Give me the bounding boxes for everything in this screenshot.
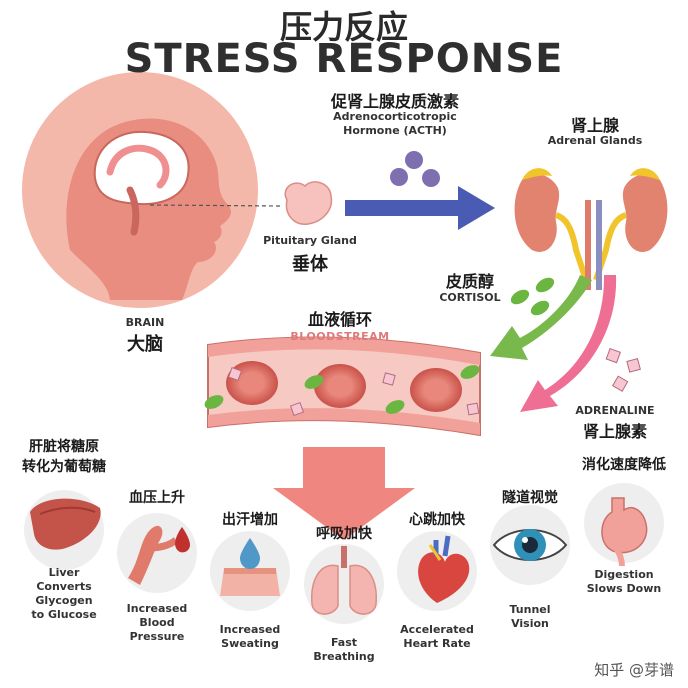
cortisol-molecules [510, 277, 555, 316]
heart-icon [418, 535, 470, 603]
bloodstream-label-zh: 血液循环 [307, 310, 372, 329]
effect-vision-en-2: Vision [511, 617, 549, 630]
pituitary-label-en: Pituitary Gland [263, 234, 357, 247]
effect-liver-en-2: Converts [36, 580, 92, 593]
effect-bp-en-2: Blood [139, 616, 175, 629]
effect-breath-en-1: Fast [330, 636, 358, 649]
effect-digestion-en-2: Slows Down [586, 582, 662, 595]
effect-liver-zh-2: 转化为葡萄糖 [22, 459, 106, 475]
arrow-adrenaline [520, 275, 617, 412]
arrow-down-effects [273, 447, 415, 540]
effect-heart-en-1: Accelerated [400, 623, 474, 636]
brain-label-zh: 大脑 [127, 334, 163, 355]
adrenaline-label-zh: 肾上腺素 [582, 422, 647, 441]
molecule-icon [390, 151, 440, 187]
acth-label-zh: 促肾上腺皮质激素 [330, 92, 459, 111]
sweat-drop-icon [220, 538, 280, 596]
brain-icon [22, 72, 281, 308]
blood-vessel-icon [128, 525, 190, 585]
effect-sweat-zh: 出汗增加 [222, 512, 278, 528]
adrenal-label-en: Adrenal Glands [547, 134, 643, 147]
adrenaline-molecules [605, 347, 641, 392]
arrow-cortisol [490, 275, 592, 360]
effect-liver-zh-1: 肝脏将糖原 [29, 439, 99, 455]
bloodstream-label-en: BLOODSTREAM [290, 330, 390, 343]
brain-label-en: BRAIN [125, 316, 165, 329]
acth-label-en-1: Adrenocorticotropic [333, 110, 457, 123]
effect-breath-zh: 呼吸加快 [316, 526, 372, 542]
effect-liver-en-1: Liver [48, 566, 80, 579]
effect-bp-en-3: Pressure [129, 630, 185, 643]
liver-icon [30, 498, 101, 550]
effect-sweat-en-1: Increased [219, 623, 281, 636]
effect-breath-en-2: Breathing [313, 650, 375, 663]
effect-vision-en-1: Tunnel [509, 603, 551, 616]
watermark: 知乎 @芽谱 [594, 661, 674, 679]
title-en: STRESS RESPONSE [124, 36, 564, 82]
effect-liver-en-4: to Glucose [31, 608, 97, 621]
arrow-to-adrenal [345, 186, 495, 230]
effect-digestion-zh: 消化速度降低 [582, 457, 666, 473]
effect-bp-zh: 血压上升 [129, 490, 185, 506]
adrenal-label-zh: 肾上腺 [570, 116, 619, 135]
pituitary-label-zh: 垂体 [292, 254, 328, 275]
cortisol-label-zh: 皮质醇 [445, 272, 494, 291]
effect-vision-zh: 隧道视觉 [502, 490, 558, 506]
adrenaline-label-en: ADRENALINE [575, 404, 655, 417]
adrenal-kidney-icon [514, 168, 668, 290]
effect-sweat-en-2: Sweating [221, 637, 279, 650]
cortisol-label-en: CORTISOL [439, 291, 501, 304]
stomach-icon [601, 497, 648, 567]
lungs-icon [311, 546, 377, 615]
effect-liver-en-3: Glycogen [35, 594, 93, 607]
effect-bp-en-1: Increased [126, 602, 188, 615]
acth-label-en-2: Hormone (ACTH) [343, 124, 447, 137]
effect-heart-zh: 心跳加快 [409, 512, 465, 528]
vessel-icon [204, 336, 481, 437]
eye-icon [492, 529, 568, 561]
effect-heart-en-2: Heart Rate [403, 637, 471, 650]
pituitary-icon [284, 181, 333, 225]
title-zh: 压力反应 [279, 8, 408, 46]
effect-digestion-en-1: Digestion [594, 568, 654, 581]
